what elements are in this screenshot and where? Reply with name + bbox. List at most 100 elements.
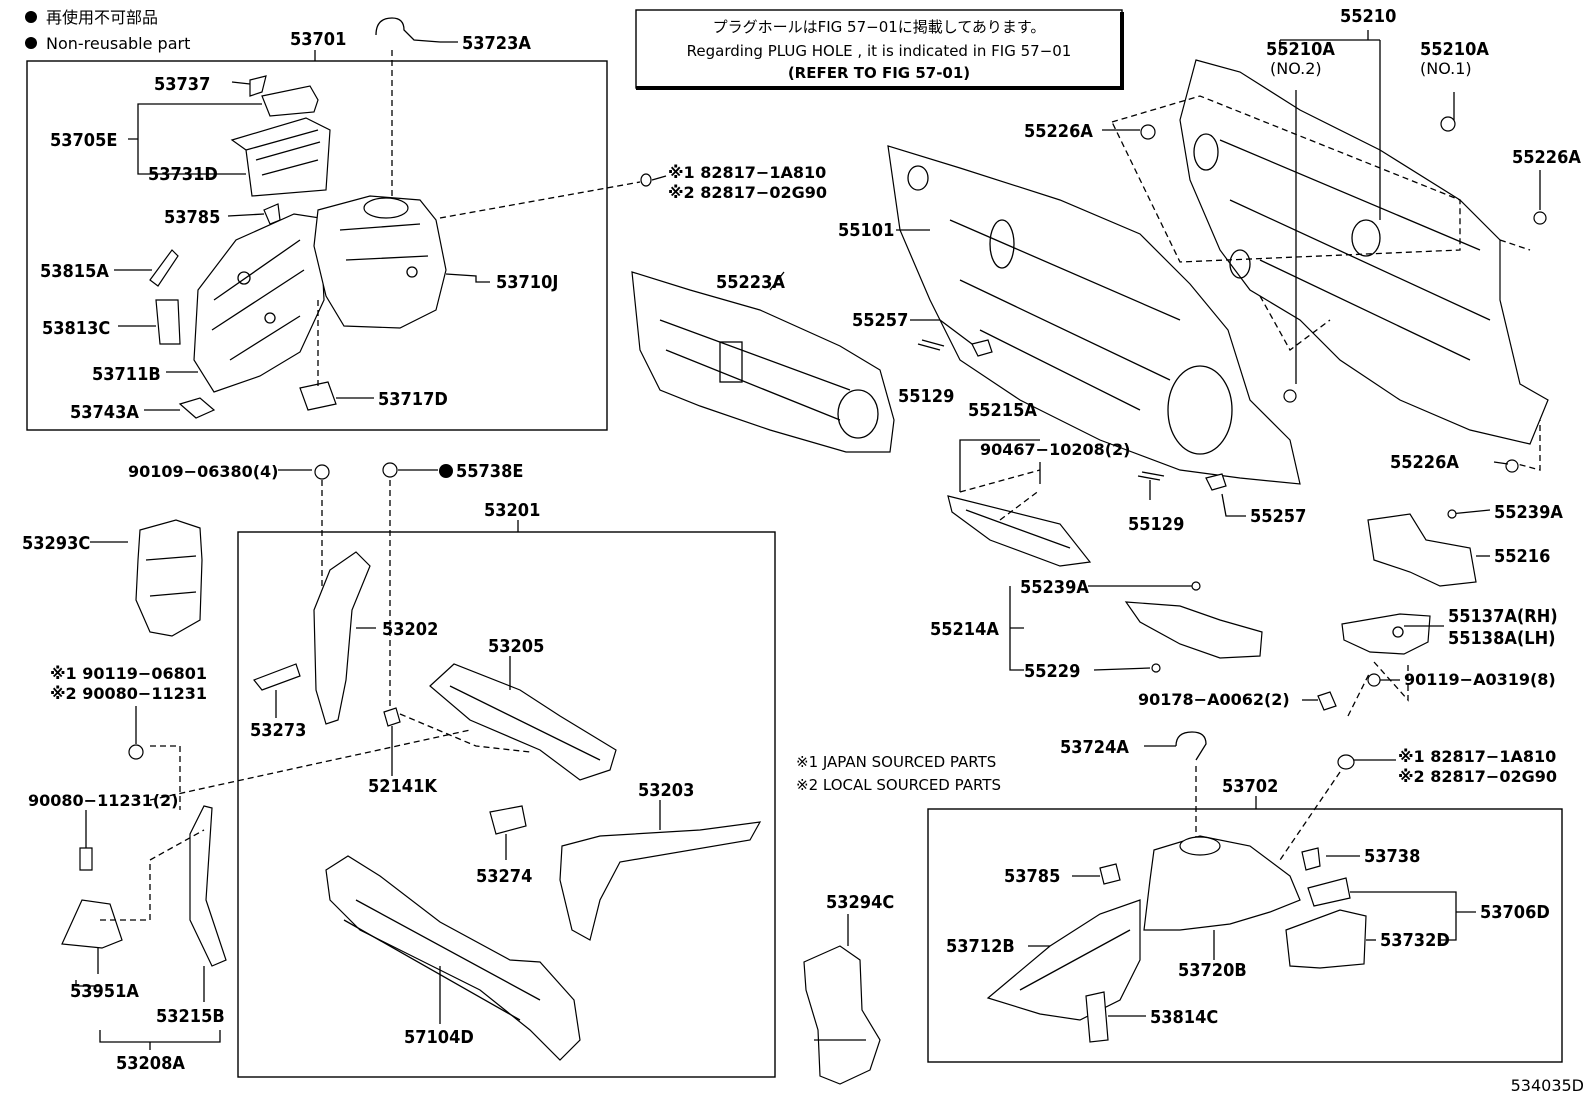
part-55215A-cowl	[947, 495, 1092, 567]
outline-53205-dashed	[149, 713, 531, 801]
non-reusable-bullet-icon	[25, 37, 37, 49]
part-53273-bracket	[253, 663, 301, 691]
label-55214A: 55214A	[930, 619, 999, 640]
label-53785-bottom: 53785	[1004, 866, 1060, 887]
label-53215B: 53215B	[156, 1006, 225, 1027]
part-53712B-apron	[986, 899, 1141, 1021]
label-55216: 55216	[1494, 546, 1550, 567]
leader	[1493, 461, 1509, 465]
label-53208A: 53208A	[116, 1053, 185, 1074]
label-57104D: 57104D	[404, 1027, 474, 1048]
label-55210A-no2: 55210A	[1266, 39, 1335, 60]
label-82817-b2: ※2 82817−02G90	[1398, 767, 1557, 786]
label-55223A: 55223A	[716, 272, 785, 293]
figure-code: 534035D	[1511, 1076, 1584, 1095]
part-53203-member	[559, 821, 762, 941]
part-53814C-bracket	[1085, 991, 1109, 1043]
leader	[651, 175, 667, 181]
label-no2: (NO.2)	[1270, 59, 1322, 78]
label-53813C: 53813C	[42, 318, 110, 339]
part-53711B-apron	[193, 213, 325, 393]
label-53717D: 53717D	[378, 389, 448, 410]
part-55101-dash-panel	[887, 145, 1301, 485]
non-reusable-bullet-icon	[25, 11, 37, 23]
part-53205-member	[429, 663, 617, 781]
part-55214A-silencer	[1124, 601, 1263, 659]
leader-55214A	[1009, 585, 1196, 671]
label-53712B: 53712B	[946, 936, 1015, 957]
part-55137A-bracket	[1341, 613, 1431, 655]
label-55129-top: 55129	[898, 386, 954, 407]
label-55210: 55210	[1340, 6, 1396, 27]
label-53711B: 53711B	[92, 364, 161, 385]
label-53815A: 53815A	[40, 261, 109, 282]
part-53215B-pillar	[189, 805, 227, 967]
label-90080-a2: ※2 90080−11231	[50, 684, 207, 703]
part-53815A-stay	[149, 249, 179, 287]
label-53273: 53273	[250, 720, 306, 741]
leader	[231, 81, 251, 85]
label-53201: 53201	[484, 500, 540, 521]
leader-53208A	[75, 980, 221, 1050]
notice-line-1: プラグホールはFIG 57−01に掲載してあります。	[713, 18, 1046, 36]
part-53738-bracket	[1301, 847, 1321, 871]
label-53724A: 53724A	[1060, 737, 1129, 758]
label-53732D: 53732D	[1380, 930, 1450, 951]
plug-82817-icon	[640, 173, 652, 187]
part-55210-insulator	[1179, 59, 1549, 445]
leader-55215A	[959, 439, 1040, 492]
label-52141K: 52141K	[368, 776, 438, 797]
label-90467: 90467−10208(2)	[980, 440, 1131, 459]
label-no1: (NO.1)	[1420, 59, 1472, 78]
leader	[128, 103, 262, 175]
label-82817-a1: ※1 82817−1A810	[668, 163, 826, 182]
label-53720B: 53720B	[1178, 960, 1247, 981]
leader	[227, 213, 265, 217]
label-55215A: 55215A	[968, 400, 1037, 421]
label-82817-b1: ※1 82817−1A810	[1398, 747, 1556, 766]
label-90109: 90109−06380(4)	[128, 462, 279, 481]
label-90119-a1: ※1 90119−06801	[50, 664, 207, 683]
part-53724A-clamp	[1175, 731, 1207, 761]
clip-55210A-no2-icon	[1283, 389, 1297, 403]
leader-55210	[1279, 30, 1381, 220]
group-box-53701	[26, 60, 608, 431]
part-57104D-crossmember	[325, 855, 581, 1061]
label-53737: 53737	[154, 74, 210, 95]
part-53743A-bracket	[178, 397, 216, 419]
legend: 再使用不可部品 Non-reusable part	[25, 8, 190, 53]
label-53205: 53205	[488, 636, 544, 657]
leader	[910, 319, 973, 345]
bolt-90119A-icon	[1367, 673, 1381, 687]
label-55226A-right: 55226A	[1512, 147, 1581, 168]
bolt-90109-icon	[314, 464, 330, 480]
label-53738: 53738	[1364, 846, 1420, 867]
leader	[1093, 667, 1151, 671]
label-55210A-no1: 55210A	[1420, 39, 1489, 60]
part-53706D-panel	[1285, 877, 1367, 969]
outline-55226A-dashed	[1499, 239, 1541, 471]
part-53202-apron	[313, 551, 371, 725]
label-53202: 53202	[382, 619, 438, 640]
outline-55210-lower-dashed	[1259, 295, 1331, 351]
notice-line-3: (REFER TO FIG 57-01)	[788, 64, 970, 82]
outline-left-dashed	[100, 745, 205, 921]
label-53710J: 53710J	[496, 272, 558, 293]
part-53720B-wheelhouse	[1143, 835, 1301, 931]
bolt-90080-icon	[79, 847, 93, 871]
clip-55239A-icon	[1447, 509, 1457, 519]
part-53737-bracket	[249, 75, 267, 97]
label-53274: 53274	[476, 866, 532, 887]
label-55101: 55101	[838, 220, 894, 241]
plug-82817-icon	[1337, 754, 1355, 770]
part-55257-clip	[971, 339, 1227, 491]
label-53701: 53701	[290, 29, 346, 50]
label-55257-bottom: 55257	[1250, 506, 1306, 527]
label-53951A: 53951A	[70, 981, 139, 1002]
part-53717D-bracket	[299, 381, 337, 411]
label-53294C: 53294C	[826, 892, 894, 913]
notice-line-2: Regarding PLUG HOLE , it is indicated in…	[687, 42, 1072, 60]
label-53293C: 53293C	[22, 533, 90, 554]
bolt-90119-icon	[128, 744, 144, 760]
